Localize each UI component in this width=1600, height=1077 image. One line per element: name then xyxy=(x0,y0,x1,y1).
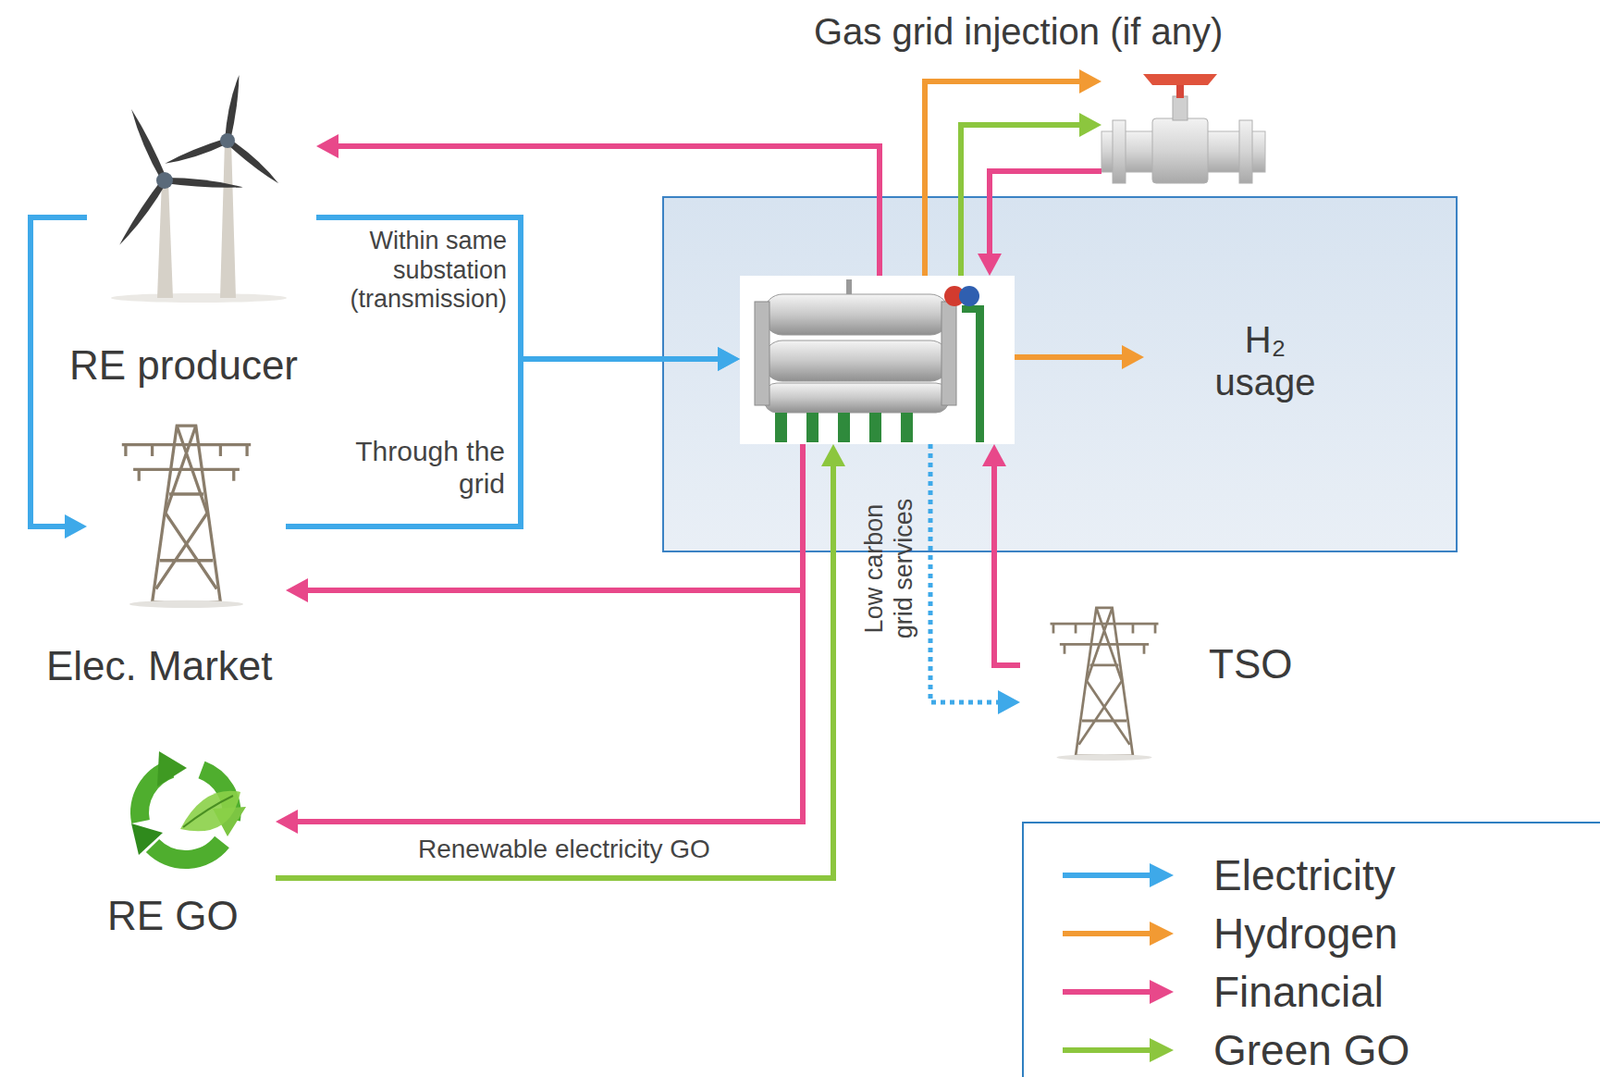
connector-line xyxy=(316,217,722,359)
electrolyser-icon xyxy=(739,275,1015,444)
arrow-head xyxy=(1079,112,1102,137)
legend-box: ElectricityHydrogenFinancialGreen GO xyxy=(1021,821,1600,1077)
gas-pipe-icon xyxy=(1101,73,1266,184)
connector xyxy=(285,443,803,603)
connector xyxy=(275,443,846,878)
arrow-head xyxy=(64,514,87,539)
arrow-head xyxy=(1121,344,1145,370)
dotted-connector xyxy=(930,443,1021,714)
connector xyxy=(275,443,803,834)
system-boundary xyxy=(663,196,1457,552)
connector xyxy=(316,134,880,276)
legend-swatch xyxy=(1060,1034,1176,1065)
connector xyxy=(316,217,740,371)
legend-row: Financial xyxy=(1023,965,1598,1018)
recycle-icon xyxy=(131,750,247,860)
connector-line xyxy=(989,171,1102,258)
connector-label: Through the grid xyxy=(338,434,505,500)
node-label: TSO xyxy=(1208,640,1293,689)
node-label: Elec. Market xyxy=(46,642,273,690)
connector xyxy=(982,443,1021,665)
electrolyser-node xyxy=(739,275,1015,444)
legend-row: Green GO xyxy=(1023,1023,1598,1076)
connector-line xyxy=(285,358,722,527)
legend-label: Green GO xyxy=(1213,1023,1410,1076)
connector-line xyxy=(930,443,1002,702)
node-label: Gas grid injection (if any) xyxy=(813,10,1223,53)
legend-label: Electricity xyxy=(1213,849,1396,901)
pylon-icon xyxy=(122,425,251,608)
connector-line xyxy=(294,443,803,822)
arrow-head xyxy=(1079,69,1102,94)
arrow-head xyxy=(997,689,1021,714)
arrow-head xyxy=(285,578,308,603)
connector-line xyxy=(1014,354,1126,360)
connector-line xyxy=(924,81,1084,276)
node-label: RE GO xyxy=(107,892,239,940)
h2-usage-node: H₂ usage xyxy=(1144,314,1387,417)
legend-label: Hydrogen xyxy=(1213,907,1398,960)
node-label: RE producer xyxy=(69,342,298,390)
legend-label: Financial xyxy=(1213,965,1384,1018)
legend-swatch xyxy=(1060,976,1176,1007)
connector xyxy=(977,171,1102,276)
connector xyxy=(960,112,1102,276)
legend-row: Hydrogen xyxy=(1023,907,1598,960)
node-label: H₂ usage xyxy=(1205,318,1326,404)
legend-swatch xyxy=(1060,918,1176,948)
gas-grid-node: Gas grid injection (if any) xyxy=(1101,71,1266,185)
arrow-head xyxy=(717,346,740,371)
elec-market-node: Elec. Market xyxy=(86,413,286,613)
connector xyxy=(285,346,740,527)
wind-turbine-icon xyxy=(110,73,287,303)
re-go-node: RE GO xyxy=(97,744,276,879)
connector xyxy=(1014,344,1145,370)
legend-swatch xyxy=(1060,860,1176,890)
re-producer-node: RE producer xyxy=(86,76,317,301)
connector-label: Renewable electricity GO xyxy=(418,834,711,865)
pylon-icon xyxy=(1050,607,1159,761)
arrow-head xyxy=(982,443,1007,467)
legend-row: Electricity xyxy=(1023,849,1598,901)
arrow-head xyxy=(717,346,740,371)
connector-label: Within same substation (transmission) xyxy=(335,226,507,315)
connector-line xyxy=(960,124,1084,276)
arrow-head xyxy=(316,134,339,159)
arrow-head xyxy=(275,809,298,834)
arrow-head xyxy=(821,443,846,467)
connector xyxy=(924,69,1102,276)
arrow-head xyxy=(977,253,1002,276)
connector-line xyxy=(994,462,1021,665)
system-boundary-node: H₂ usage xyxy=(663,196,1457,552)
tso-node: TSO xyxy=(1020,596,1189,761)
connector-line xyxy=(275,462,834,878)
connector-label: Low carbon grid services xyxy=(860,494,919,643)
